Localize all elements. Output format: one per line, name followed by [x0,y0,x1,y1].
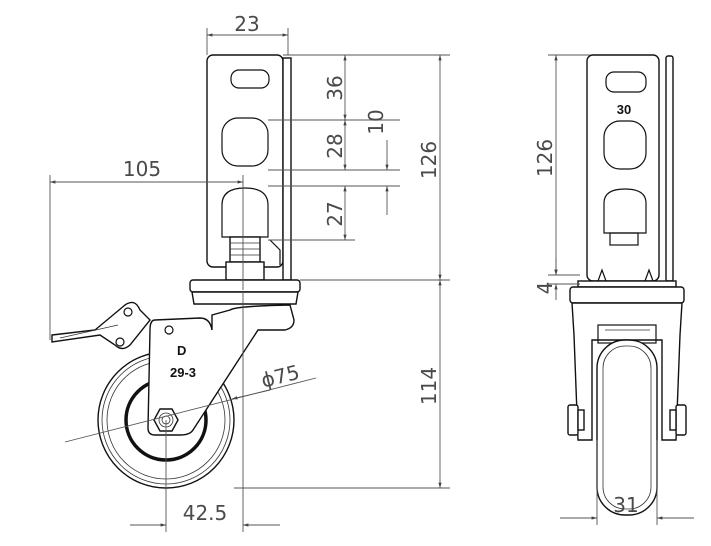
swivel-stem [225,236,265,281]
logo-mark: D [177,343,186,358]
bracket-size-marking: 30 [617,102,631,117]
dim-bracket-height: 126 [417,141,441,179]
dim-hole-gap: 10 [364,109,388,134]
top-plate [189,279,301,305]
dim-front-bracket-height: 126 [533,139,557,177]
dim-wheel-width: 31 [613,493,638,517]
fork [147,304,295,436]
model-marking: 29-3 [170,365,196,380]
front-dimension-lines [548,54,694,525]
dim-wheel-height: 114 [417,367,441,405]
front-view: 30 126 [533,54,694,525]
front-bracket [586,54,674,282]
front-plate-and-fork [569,280,685,441]
dim-hole-pitch-top: 36 [323,75,347,100]
axle-bolts [567,404,687,436]
dim-brake-reach: 105 [123,157,161,181]
brake-lever [51,301,151,350]
dim-hole-pitch-mid: 28 [323,133,347,158]
front-wheel [596,339,658,516]
dim-offset: 42.5 [183,501,228,525]
side-view: D 29-3 [49,12,450,532]
dimension-lines [49,28,450,532]
dim-plate-thickness: 4 [533,282,557,295]
dim-hole-pitch-bottom: 27 [323,201,347,226]
dim-bracket-width: 23 [234,12,259,36]
dim-wheel-diameter: ϕ75 [259,360,302,393]
